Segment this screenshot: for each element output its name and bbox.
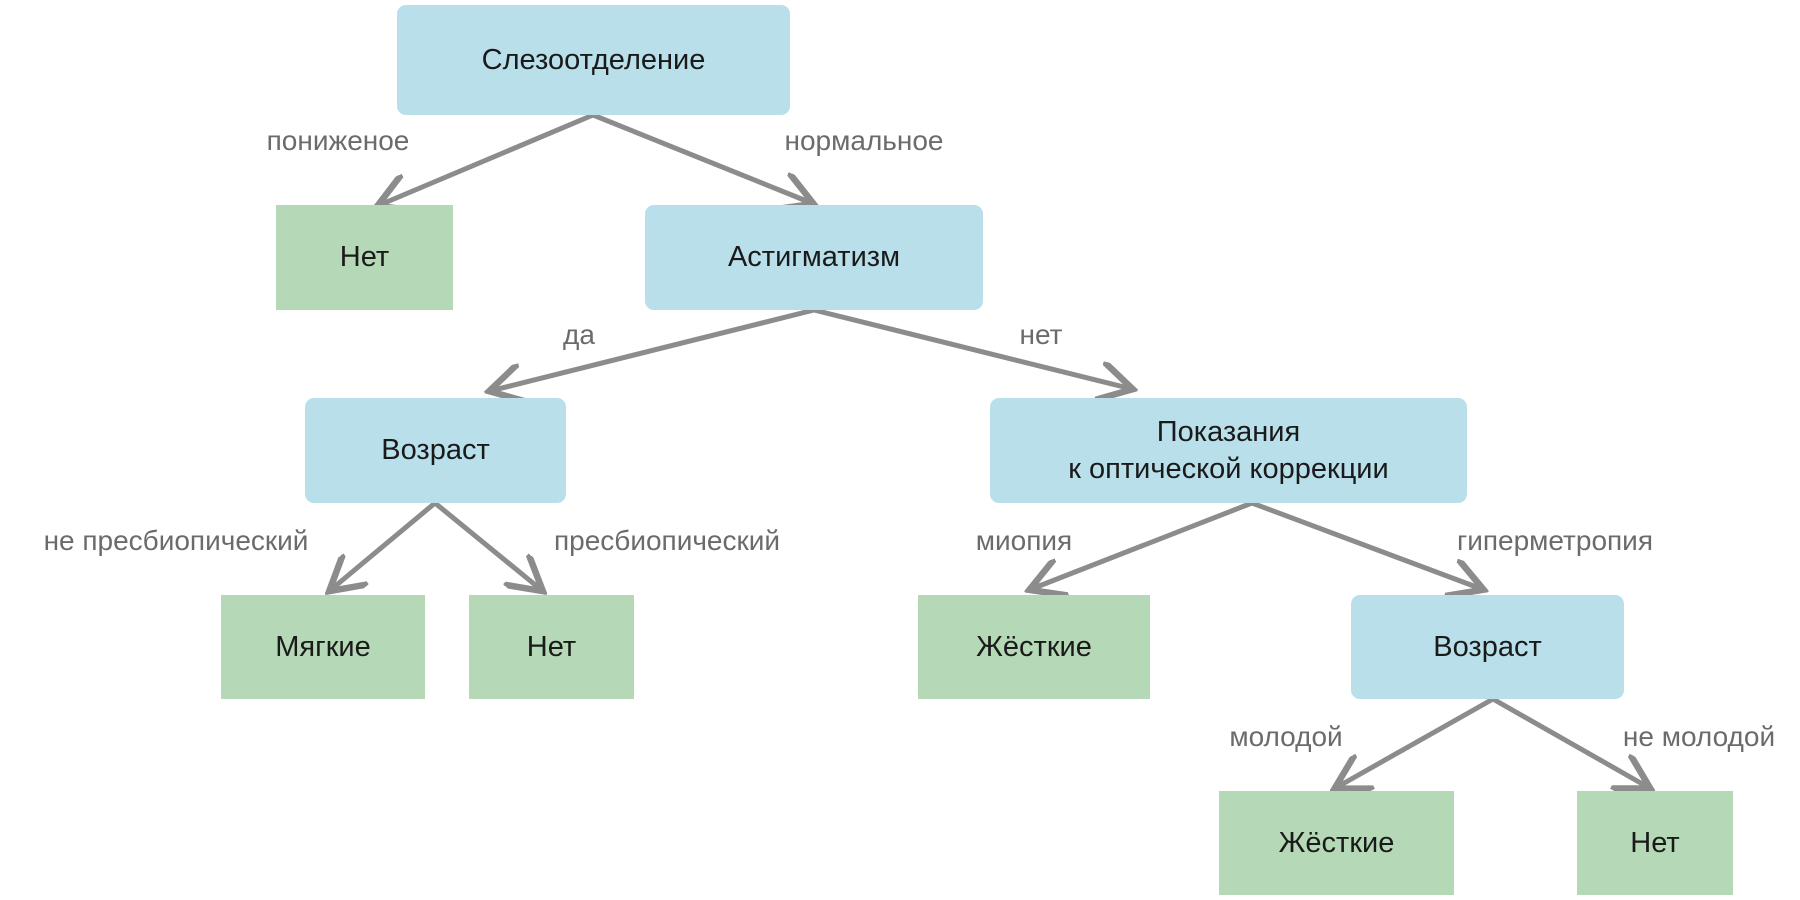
- node-label: Слезоотделение: [481, 43, 706, 76]
- node-label: Жёсткие: [1278, 826, 1395, 859]
- edge-label-yes: да: [563, 319, 595, 350]
- edge-not-young: [1491, 696, 1646, 786]
- node-label: Возраст: [381, 434, 490, 467]
- edge-normal: [592, 112, 809, 202]
- leaf-hard-1: Жёсткие: [918, 595, 1150, 699]
- leaf-soft: Мягкие: [221, 595, 425, 699]
- edge-myopia: [1034, 500, 1253, 588]
- edge-label-not-young: не молодой: [1622, 721, 1776, 752]
- node-label-line2: к оптической коррекции: [1068, 452, 1389, 485]
- edge-no: [813, 307, 1128, 388]
- edge-label-normal: нормальное: [784, 125, 944, 156]
- leaf-no-2: Нет: [469, 595, 634, 699]
- node-label: Нет: [339, 241, 390, 274]
- edge-label-not-presbyopic: не пресбиопический: [43, 525, 309, 556]
- edge-young: [1339, 696, 1495, 786]
- node-label: Мягкие: [275, 630, 371, 663]
- node-label: Жёсткие: [976, 630, 1092, 663]
- edge-hypermetropia: [1251, 500, 1479, 588]
- node-age-2: Возраст: [1351, 595, 1624, 699]
- node-label-line1: Показания: [1156, 416, 1301, 449]
- edge-label-reduced: пониженое: [266, 125, 410, 156]
- edge-label-presbyopic: пресбиопический: [553, 525, 781, 556]
- node-label: Астигматизм: [727, 241, 901, 274]
- node-label: Нет: [1630, 826, 1680, 859]
- leaf-hard-2: Жёсткие: [1219, 791, 1454, 895]
- edge-yes: [494, 307, 815, 390]
- edge-presbyopic: [433, 501, 539, 588]
- node-age-1: Возраст: [305, 398, 566, 503]
- edge-label-young: молодой: [1229, 721, 1343, 752]
- edge-label-hypermetropia: гиперметропия: [1457, 525, 1653, 556]
- node-tear-production: Слезоотделение: [397, 5, 790, 115]
- edge-label-myopia: миопия: [975, 525, 1073, 556]
- node-label: Нет: [526, 630, 577, 663]
- edge-label-no: нет: [1019, 319, 1063, 350]
- node-correction-indications: Показания к оптической коррекции: [990, 398, 1467, 503]
- leaf-no-1: Нет: [276, 205, 453, 310]
- node-astigmatism: Астигматизм: [645, 205, 983, 310]
- edge-reduced: [382, 112, 594, 204]
- node-label: Возраст: [1433, 630, 1542, 663]
- leaf-no-3: Нет: [1577, 791, 1733, 895]
- edge-not-presbyopic: [333, 501, 437, 588]
